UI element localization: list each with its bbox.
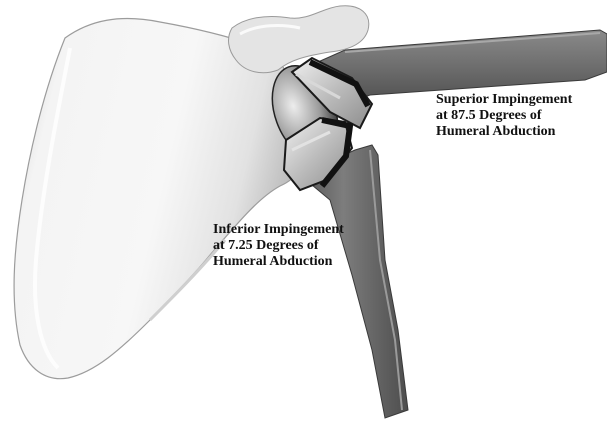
superior-impingement-label: Superior Impingement at 87.5 Degrees of … [436, 92, 572, 140]
inferior-label-line-1: Inferior Impingement [213, 222, 344, 238]
inferior-impingement-label: Inferior Impingement at 7.25 Degrees of … [213, 222, 344, 270]
inferior-label-line-3: Humeral Abduction [213, 254, 344, 270]
superior-label-line-1: Superior Impingement [436, 92, 572, 108]
inferior-label-line-2: at 7.25 Degrees of [213, 238, 344, 254]
superior-label-line-3: Humeral Abduction [436, 124, 572, 140]
superior-label-line-2: at 87.5 Degrees of [436, 108, 572, 124]
humeral-stem-inferior [300, 145, 408, 418]
